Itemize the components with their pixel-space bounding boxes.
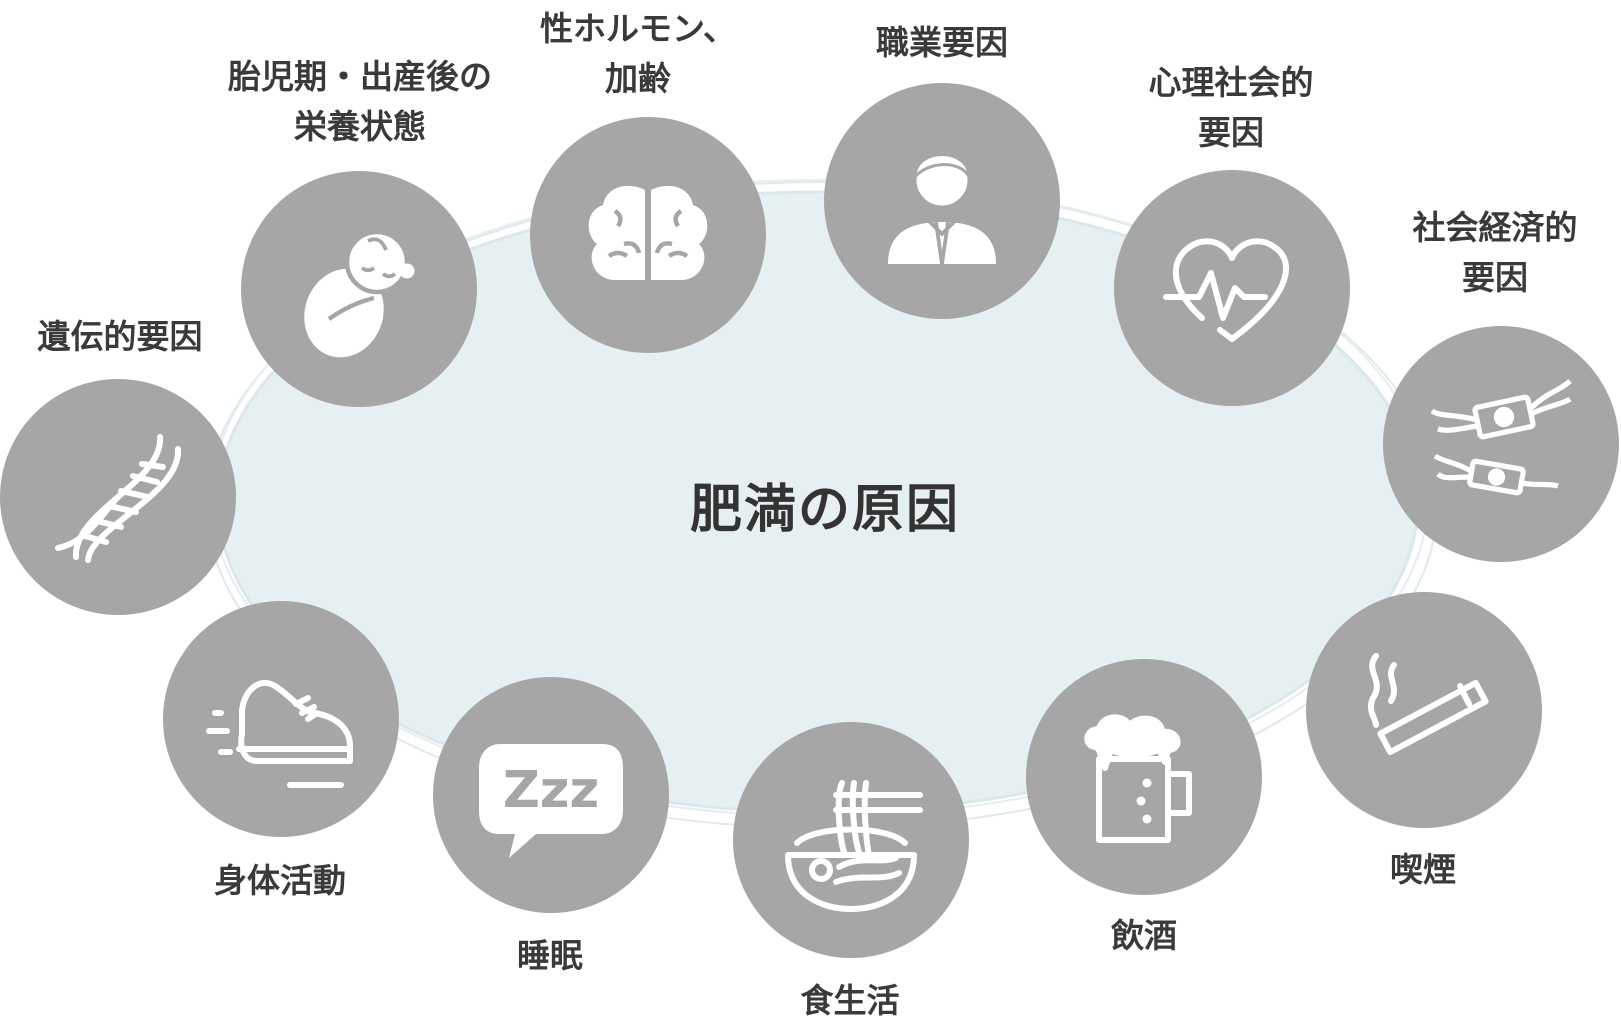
label-drinking: 飲酒 [1111, 916, 1177, 955]
label-hormone: 性ホルモン、 加齢 [539, 9, 737, 98]
brain-icon [588, 185, 708, 280]
node-socioeconomic [1383, 326, 1619, 562]
node-prenatal [241, 171, 477, 407]
node-smoking [1306, 592, 1542, 828]
label-prenatal: 胎児期・出産後の 栄養状態 [228, 57, 492, 146]
label-occupation: 職業要因 [876, 23, 1008, 62]
node-drinking [1026, 659, 1262, 895]
baby-icon [304, 229, 415, 358]
node-genetic [0, 379, 236, 615]
label-diet: 食生活 [800, 981, 900, 1020]
node-hormone [530, 117, 766, 353]
label-activity: 身体活動 [214, 861, 346, 900]
label-psychosocial: 心理社会的 要因 [1148, 63, 1314, 152]
flying-money-icon [1430, 379, 1572, 496]
label-genetic: 遺伝的要因 [37, 317, 203, 356]
running-shoe-icon [206, 680, 353, 788]
heartbeat-icon [1163, 238, 1289, 342]
node-diet [733, 722, 969, 958]
label-socioeconomic: 社会経済的 要因 [1412, 208, 1578, 297]
dna-icon [55, 434, 182, 563]
svg-text:Zzz: Zzz [503, 761, 599, 820]
label-sleep: 睡眠 [517, 936, 583, 975]
noodle-bowl-icon [785, 780, 923, 912]
businessman-icon [888, 151, 996, 265]
node-psychosocial [1114, 170, 1350, 406]
beer-mug-icon [1084, 714, 1192, 843]
node-activity [163, 601, 399, 837]
node-sleep: Zzz [433, 677, 669, 913]
cigarette-icon [1367, 653, 1489, 756]
label-smoking: 喫煙 [1390, 850, 1456, 889]
node-occupation [824, 83, 1060, 319]
diagram-title: 肥満の原因 [689, 480, 960, 540]
zzz-bubble-icon: Zzz [479, 744, 623, 858]
